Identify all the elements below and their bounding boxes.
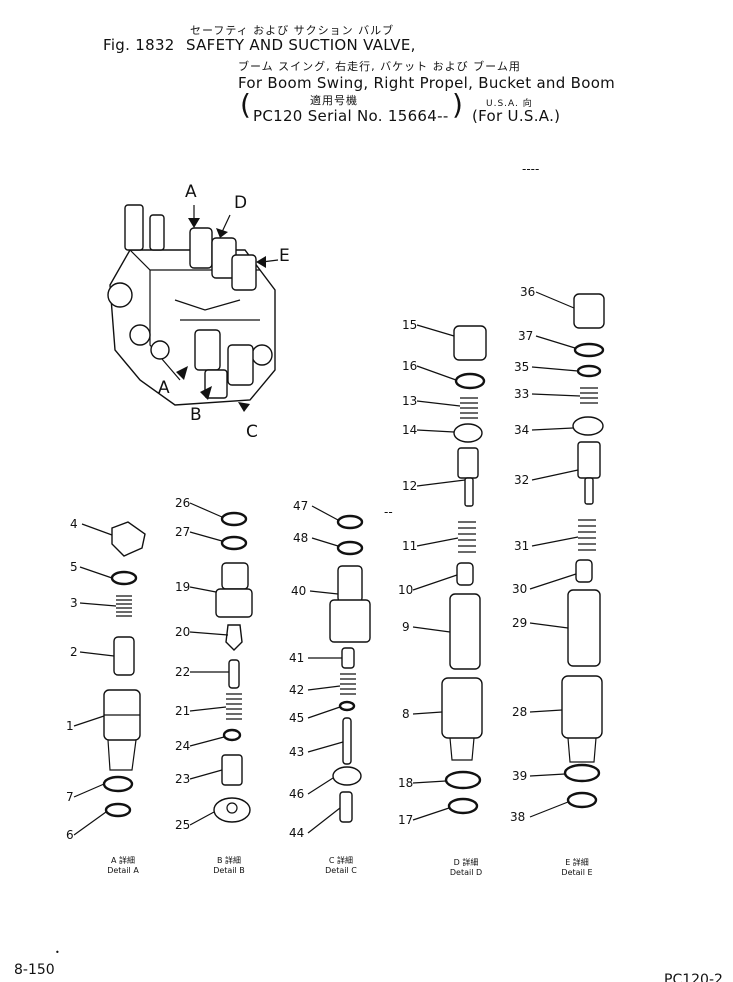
part-callout: 44 bbox=[289, 826, 305, 840]
part-callout: 34 bbox=[514, 423, 530, 437]
part-callout: 28 bbox=[512, 705, 528, 719]
part-callout: 26 bbox=[175, 496, 191, 510]
detail-d-caption: D 詳細 Detail D bbox=[441, 858, 491, 878]
detail-d-caption-jp: D 詳細 bbox=[453, 858, 479, 867]
reference-code: PC120-2 bbox=[664, 972, 723, 982]
figure-number: Fig. 1832 bbox=[103, 36, 175, 54]
subtitle-jp: ブーム スイング, 右走行, バケット および ブーム用 bbox=[238, 60, 521, 73]
part-callout: 14 bbox=[402, 423, 418, 437]
part-callout: 9 bbox=[402, 620, 410, 634]
part-callout: 36 bbox=[520, 285, 536, 299]
marker-a-top: A bbox=[185, 182, 197, 202]
part-callout: 41 bbox=[289, 651, 305, 665]
detail-c-caption: C 詳細 Detail C bbox=[316, 856, 366, 876]
market-jp: U.S.A. 向 bbox=[486, 99, 533, 109]
part-callout: 1 bbox=[66, 719, 74, 733]
figure-title: SAFETY AND SUCTION VALVE, bbox=[186, 36, 416, 54]
dot-mark: • bbox=[55, 948, 60, 957]
page-number: 8-150 bbox=[14, 962, 55, 978]
part-callout: 37 bbox=[518, 329, 534, 343]
paren-open: ( bbox=[240, 88, 251, 121]
serial-jp: 適用号機 bbox=[310, 94, 358, 107]
detail-e-parts bbox=[561, 293, 605, 809]
detail-e-caption-jp: E 詳細 bbox=[565, 858, 589, 867]
detail-c-caption-jp: C 詳細 bbox=[328, 856, 354, 865]
part-callout: 29 bbox=[512, 616, 528, 630]
part-callout: 21 bbox=[175, 704, 191, 718]
part-callout: 42 bbox=[289, 683, 305, 697]
part-callout: 13 bbox=[402, 394, 418, 408]
part-callout: 30 bbox=[512, 582, 528, 596]
marker-e: E bbox=[279, 246, 290, 266]
marker-d: D bbox=[234, 193, 248, 213]
part-callout: 32 bbox=[514, 473, 530, 487]
valve-block-assembly bbox=[107, 204, 276, 406]
detail-a-parts bbox=[102, 521, 146, 818]
detail-b-caption-en: Detail B bbox=[213, 866, 245, 875]
part-callout: 2 bbox=[70, 645, 78, 659]
part-callout: 15 bbox=[402, 318, 418, 332]
part-callout: 4 bbox=[70, 517, 78, 531]
detail-b-caption: B 詳細 Detail B bbox=[204, 856, 254, 876]
part-callout: 47 bbox=[293, 499, 309, 513]
marker-b: B bbox=[190, 405, 202, 425]
part-callout: 48 bbox=[293, 531, 309, 545]
market-label: (For U.S.A.) bbox=[472, 107, 561, 125]
figure-subtitle: For Boom Swing, Right Propel, Bucket and… bbox=[238, 74, 616, 92]
marker-c: C bbox=[246, 422, 258, 442]
dash-mark: -- bbox=[384, 505, 393, 519]
part-callout: 11 bbox=[402, 539, 418, 553]
title-jp: セーフティ および サクション バルブ bbox=[190, 24, 395, 37]
part-callout: 12 bbox=[402, 479, 418, 493]
part-callout: 10 bbox=[398, 583, 414, 597]
part-callout: 5 bbox=[70, 560, 78, 574]
detail-b-caption-jp: B 詳細 bbox=[216, 856, 242, 865]
leader-lines bbox=[73, 291, 581, 836]
detail-e-caption-en: Detail E bbox=[561, 868, 593, 877]
part-callout: 40 bbox=[291, 584, 307, 598]
part-callout: 45 bbox=[289, 711, 305, 725]
part-callout: 20 bbox=[175, 625, 191, 639]
detail-d-parts bbox=[441, 325, 487, 815]
detail-b-parts bbox=[213, 511, 253, 823]
part-callout: 8 bbox=[402, 707, 410, 721]
detail-c-parts bbox=[329, 514, 371, 823]
part-callout: 25 bbox=[175, 818, 191, 832]
part-callout: 23 bbox=[175, 772, 191, 786]
part-callout: 3 bbox=[70, 596, 78, 610]
detail-a-caption: A 詳細 Detail A bbox=[98, 856, 148, 876]
paren-close: ) bbox=[452, 88, 463, 121]
part-callout: 39 bbox=[512, 769, 528, 783]
part-callout: 7 bbox=[66, 790, 74, 804]
detail-c-caption-en: Detail C bbox=[325, 866, 357, 875]
part-callout: 27 bbox=[175, 525, 191, 539]
part-callout: 17 bbox=[398, 813, 414, 827]
dash-mark: ---- bbox=[522, 162, 540, 176]
detail-d-caption-en: Detail D bbox=[449, 868, 483, 877]
part-callout: 46 bbox=[289, 787, 305, 801]
part-callout: 38 bbox=[510, 810, 526, 824]
marker-a-bottom: A bbox=[158, 378, 170, 398]
assembly-arrows bbox=[176, 205, 279, 412]
serial-number: PC120 Serial No. 15664-- bbox=[253, 107, 449, 125]
detail-e-caption: E 詳細 Detail E bbox=[552, 858, 602, 878]
part-callout: 35 bbox=[514, 360, 530, 374]
part-callout: 33 bbox=[514, 387, 530, 401]
part-callout: 16 bbox=[402, 359, 418, 373]
part-callout: 22 bbox=[175, 665, 191, 679]
part-callout: 43 bbox=[289, 745, 305, 759]
detail-a-caption-en: Detail A bbox=[107, 866, 139, 875]
detail-a-caption-jp: A 詳細 bbox=[110, 856, 135, 865]
part-callout: 31 bbox=[514, 539, 530, 553]
part-callout: 24 bbox=[175, 739, 191, 753]
part-callout: 19 bbox=[175, 580, 191, 594]
part-callout: 6 bbox=[66, 828, 74, 842]
part-callout: 18 bbox=[398, 776, 414, 790]
